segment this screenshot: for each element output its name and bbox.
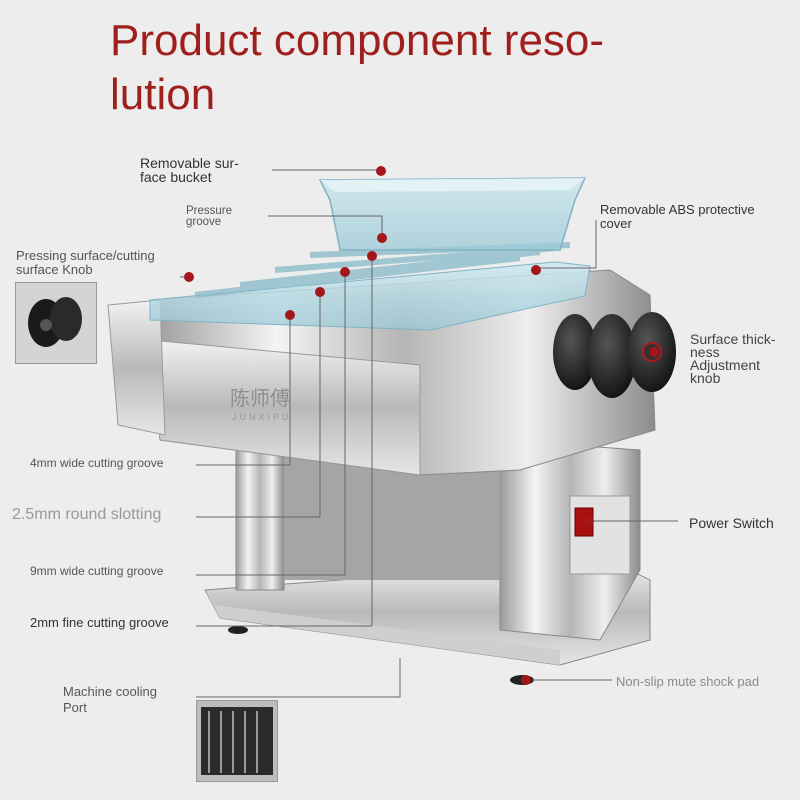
foot-pad [228,626,248,634]
label-protective-cover: Removable ABS protective cover [600,202,755,231]
knob-inset-image [15,282,97,364]
label-4mm-groove: 4mm wide cutting groove [30,456,164,470]
label-thickness-knob: Surface thick- ness Adjustment knob [690,331,776,386]
label-pressure-groove: Pressure groove [186,205,233,228]
power-switch [574,507,594,537]
cooling-port-inset-image [196,700,278,782]
brand-sub: JUNXIPU [232,412,292,422]
foot-pad [510,675,534,685]
label-round-slotting: 2.5mm round slotting [12,506,162,523]
label-cooling-port: Machine cooling Port [63,684,157,715]
label-shock-pad: Non-slip mute shock pad [616,674,760,689]
label-2mm-groove: 2mm fine cutting groove [30,615,169,630]
knob-photo [16,283,96,363]
thickness-knob-inner [588,314,636,398]
label-power-switch: Power Switch [689,515,774,531]
brand-mark: 陈师傅 [230,387,290,410]
label-cutting-knob: Pressing surface/cutting surface Knob [16,248,155,277]
cutting-knob [553,314,597,390]
page-title: Product component reso- lution [110,16,605,119]
label-surface-bucket: Removable sur- face bucket [140,155,239,185]
label-9mm-groove: 9mm wide cutting groove [30,564,164,578]
cooling-port-photo [197,701,277,781]
